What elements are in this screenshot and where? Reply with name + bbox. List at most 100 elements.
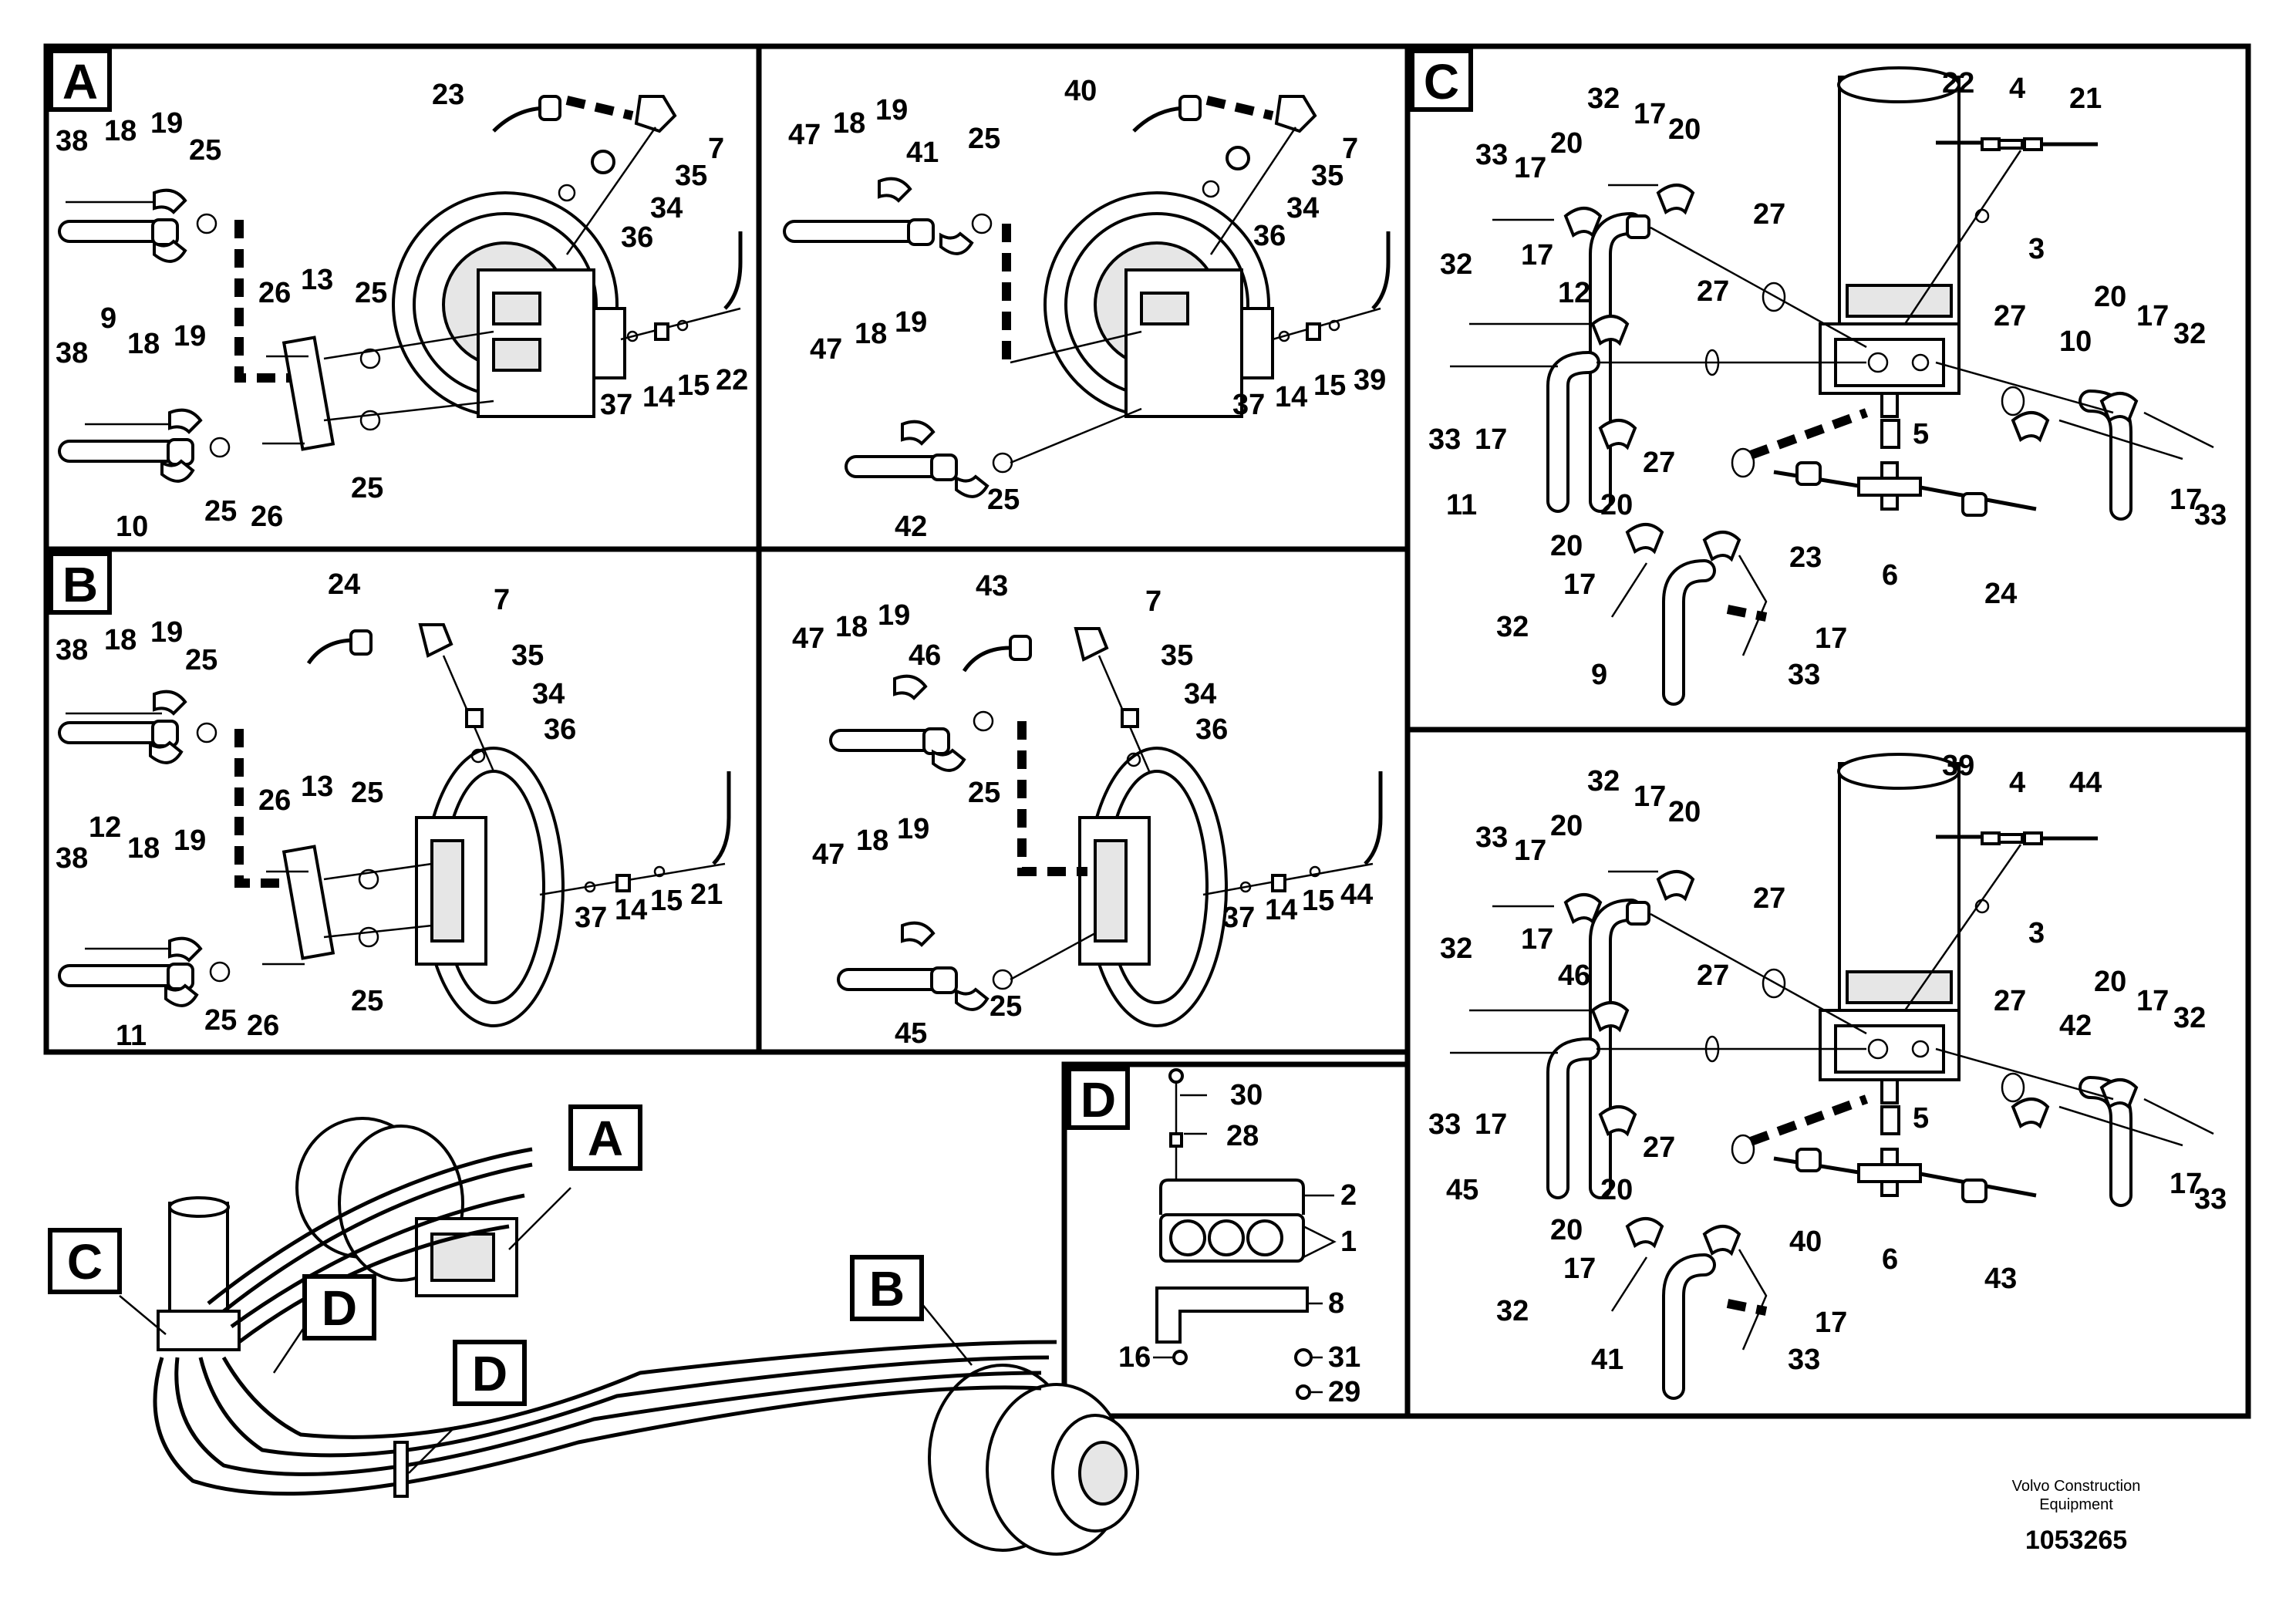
callout: 14: [615, 894, 647, 926]
panel-c2-drawing: [1450, 753, 2214, 1400]
callout: 17: [1563, 568, 1596, 601]
callout: 1: [1340, 1226, 1357, 1258]
callout: 17: [1815, 622, 1847, 655]
callout: 17: [1633, 98, 1666, 130]
callout: 34: [532, 678, 565, 710]
callouts-panel-c2: 32 17 20 33 17 20 39 4 44 3 17 46 27 32 …: [1428, 750, 2227, 1376]
callout: 19: [875, 94, 908, 126]
callout: 17: [1475, 1108, 1507, 1141]
callout: 36: [1253, 220, 1286, 252]
overview-tag-b: B: [869, 1261, 905, 1317]
callout: 19: [174, 824, 206, 857]
callout: 11: [1446, 489, 1477, 521]
callout: 25: [968, 777, 1000, 809]
callout: 27: [1994, 300, 2026, 332]
callout: 20: [1600, 489, 1633, 521]
callout: 19: [174, 320, 206, 352]
callout: 44: [2069, 767, 2102, 799]
section-tag-d: D: [1081, 1072, 1116, 1128]
callout: 6: [1882, 559, 1898, 592]
callout: 40: [1064, 75, 1097, 107]
callout: 25: [204, 1004, 237, 1037]
overview-tag-d1: D: [322, 1280, 357, 1336]
callout: 17: [2136, 985, 2169, 1017]
callout: 18: [835, 611, 868, 643]
callout: 17: [1563, 1253, 1596, 1285]
callout: 20: [1668, 796, 1701, 828]
callout: 11: [116, 1020, 147, 1052]
callout: 47: [792, 622, 824, 655]
callout: 33: [2194, 499, 2227, 531]
callout: 10: [2059, 325, 2092, 358]
callout: 27: [1643, 447, 1675, 479]
callout: 33: [2194, 1183, 2227, 1216]
panel-b-drawing: [58, 623, 731, 1027]
callout: 18: [104, 624, 137, 656]
drawing-number: 1053265: [2025, 1526, 2127, 1555]
callout: 32: [1440, 932, 1472, 965]
callout: 19: [897, 813, 929, 845]
section-tags: A B C D: [49, 49, 1473, 1130]
callout: 10: [116, 511, 148, 543]
callout: 20: [1550, 127, 1583, 160]
overview-tags: A B C D D: [48, 1104, 924, 1406]
callouts-panel-a: 38 18 19 25 9 26 13 25 38 18 19 10 25 26…: [56, 79, 748, 543]
callout: 20: [1668, 113, 1701, 146]
callout: 36: [544, 713, 576, 746]
callout: 17: [1633, 781, 1666, 813]
section-tag-b: B: [62, 557, 98, 612]
callout: 31: [1328, 1341, 1360, 1374]
callout: 27: [1753, 198, 1785, 231]
callout: 30: [1230, 1079, 1263, 1111]
callout: 33: [1788, 1344, 1820, 1376]
callout: 9: [1591, 659, 1607, 691]
callout: 46: [1558, 959, 1590, 992]
callout: 16: [1118, 1341, 1151, 1374]
callout: 5: [1913, 1102, 1929, 1135]
callout: 29: [1328, 1376, 1360, 1408]
callout: 19: [150, 616, 183, 649]
callout: 17: [1815, 1307, 1847, 1339]
section-tag-c: C: [1424, 54, 1459, 110]
callout: 25: [351, 472, 383, 504]
callout: 3: [2028, 917, 2045, 949]
callout: 20: [1550, 1214, 1583, 1246]
callout: 12: [1558, 277, 1590, 309]
callout: 35: [675, 160, 707, 192]
section-tag-a: A: [62, 54, 98, 110]
callout: 18: [104, 115, 137, 147]
callout: 20: [2094, 966, 2126, 998]
callouts-panel-a2: 47 18 19 41 25 47 18 19 42 25 40 7 35 34…: [788, 75, 1386, 543]
callout: 32: [2173, 318, 2206, 350]
callout: 13: [301, 771, 333, 803]
callout: 43: [976, 570, 1008, 602]
callout: 18: [127, 832, 160, 865]
callout: 39: [1354, 364, 1386, 396]
callouts-panel-b: 38 18 19 25 12 26 13 25 38 18 19 11 25 2…: [56, 568, 723, 1052]
callout: 34: [1184, 678, 1216, 710]
callout: 47: [810, 333, 842, 366]
callouts-panel-b2: 47 18 19 46 25 47 18 19 45 25 43 7 35 34…: [792, 570, 1373, 1050]
callout: 41: [906, 137, 939, 169]
callout: 38: [56, 125, 88, 157]
callout: 38: [56, 337, 88, 369]
callout: 6: [1882, 1243, 1898, 1276]
callout: 25: [987, 484, 1020, 516]
callout: 25: [185, 644, 217, 676]
callout: 32: [1496, 1295, 1529, 1327]
callout: 25: [968, 123, 1000, 155]
callout: 25: [355, 277, 387, 309]
callout: 34: [650, 192, 683, 224]
callout: 32: [1496, 611, 1529, 643]
panel-b2-drawing: [829, 627, 1383, 1027]
callout: 13: [301, 264, 333, 296]
overview-tag-d2: D: [472, 1346, 507, 1401]
callout: 36: [1195, 713, 1228, 746]
callout: 7: [1145, 585, 1161, 618]
callout: 20: [1600, 1174, 1633, 1206]
callout: 35: [511, 639, 544, 672]
callout: 7: [1342, 133, 1358, 165]
callout: 23: [432, 79, 464, 111]
overview-tag-a: A: [588, 1111, 623, 1166]
callout: 37: [575, 902, 607, 934]
